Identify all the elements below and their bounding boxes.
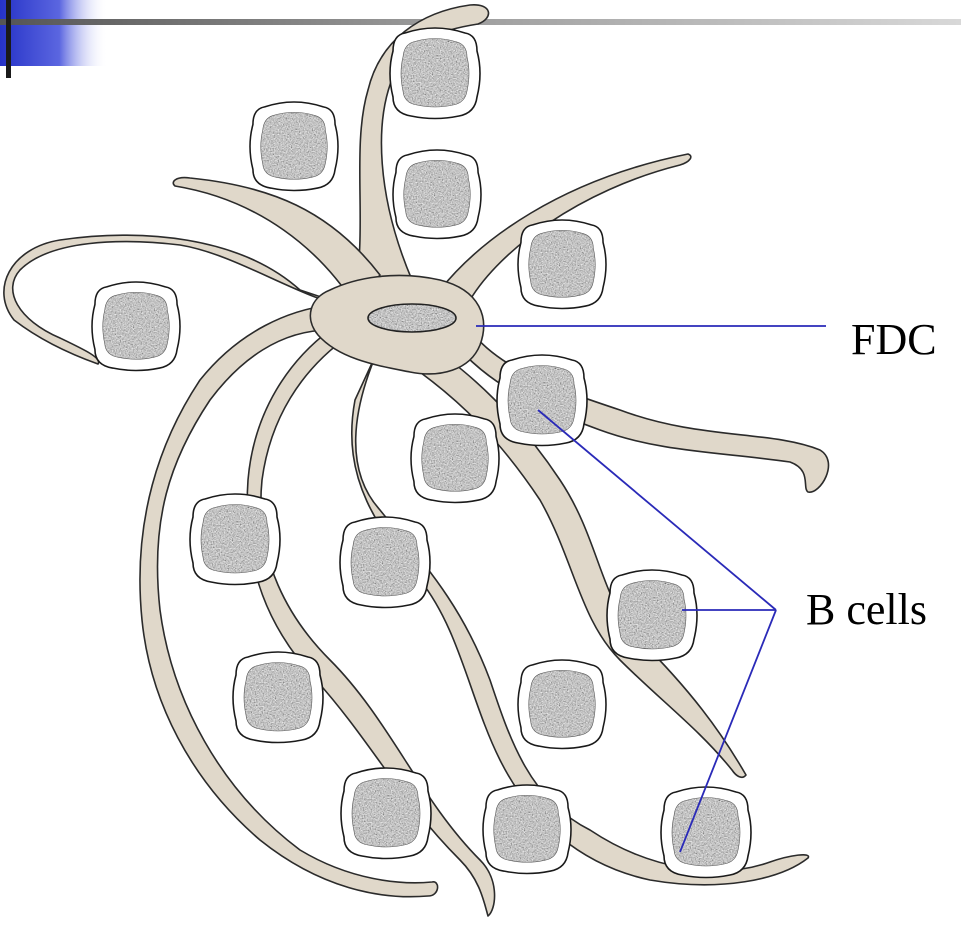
b-cell <box>340 517 430 608</box>
b-cell <box>341 768 431 859</box>
b-cell <box>411 414 499 502</box>
b-cell <box>518 660 606 748</box>
b-cell <box>393 150 481 238</box>
b-cell <box>250 102 338 190</box>
b-cell <box>390 28 480 119</box>
b-cell <box>607 570 697 661</box>
fdc-label: FDC <box>851 318 937 362</box>
b-cells-label: B cells <box>806 588 927 632</box>
b-cell <box>92 282 180 370</box>
fdc-dendrite-left-loop <box>4 235 360 364</box>
fdc-nucleus <box>368 304 456 332</box>
b-cell <box>190 494 280 585</box>
b-cell <box>497 355 587 446</box>
b-cell <box>483 785 571 873</box>
b-cell <box>233 652 323 743</box>
b-cell <box>661 787 751 878</box>
b-cell <box>518 220 606 308</box>
